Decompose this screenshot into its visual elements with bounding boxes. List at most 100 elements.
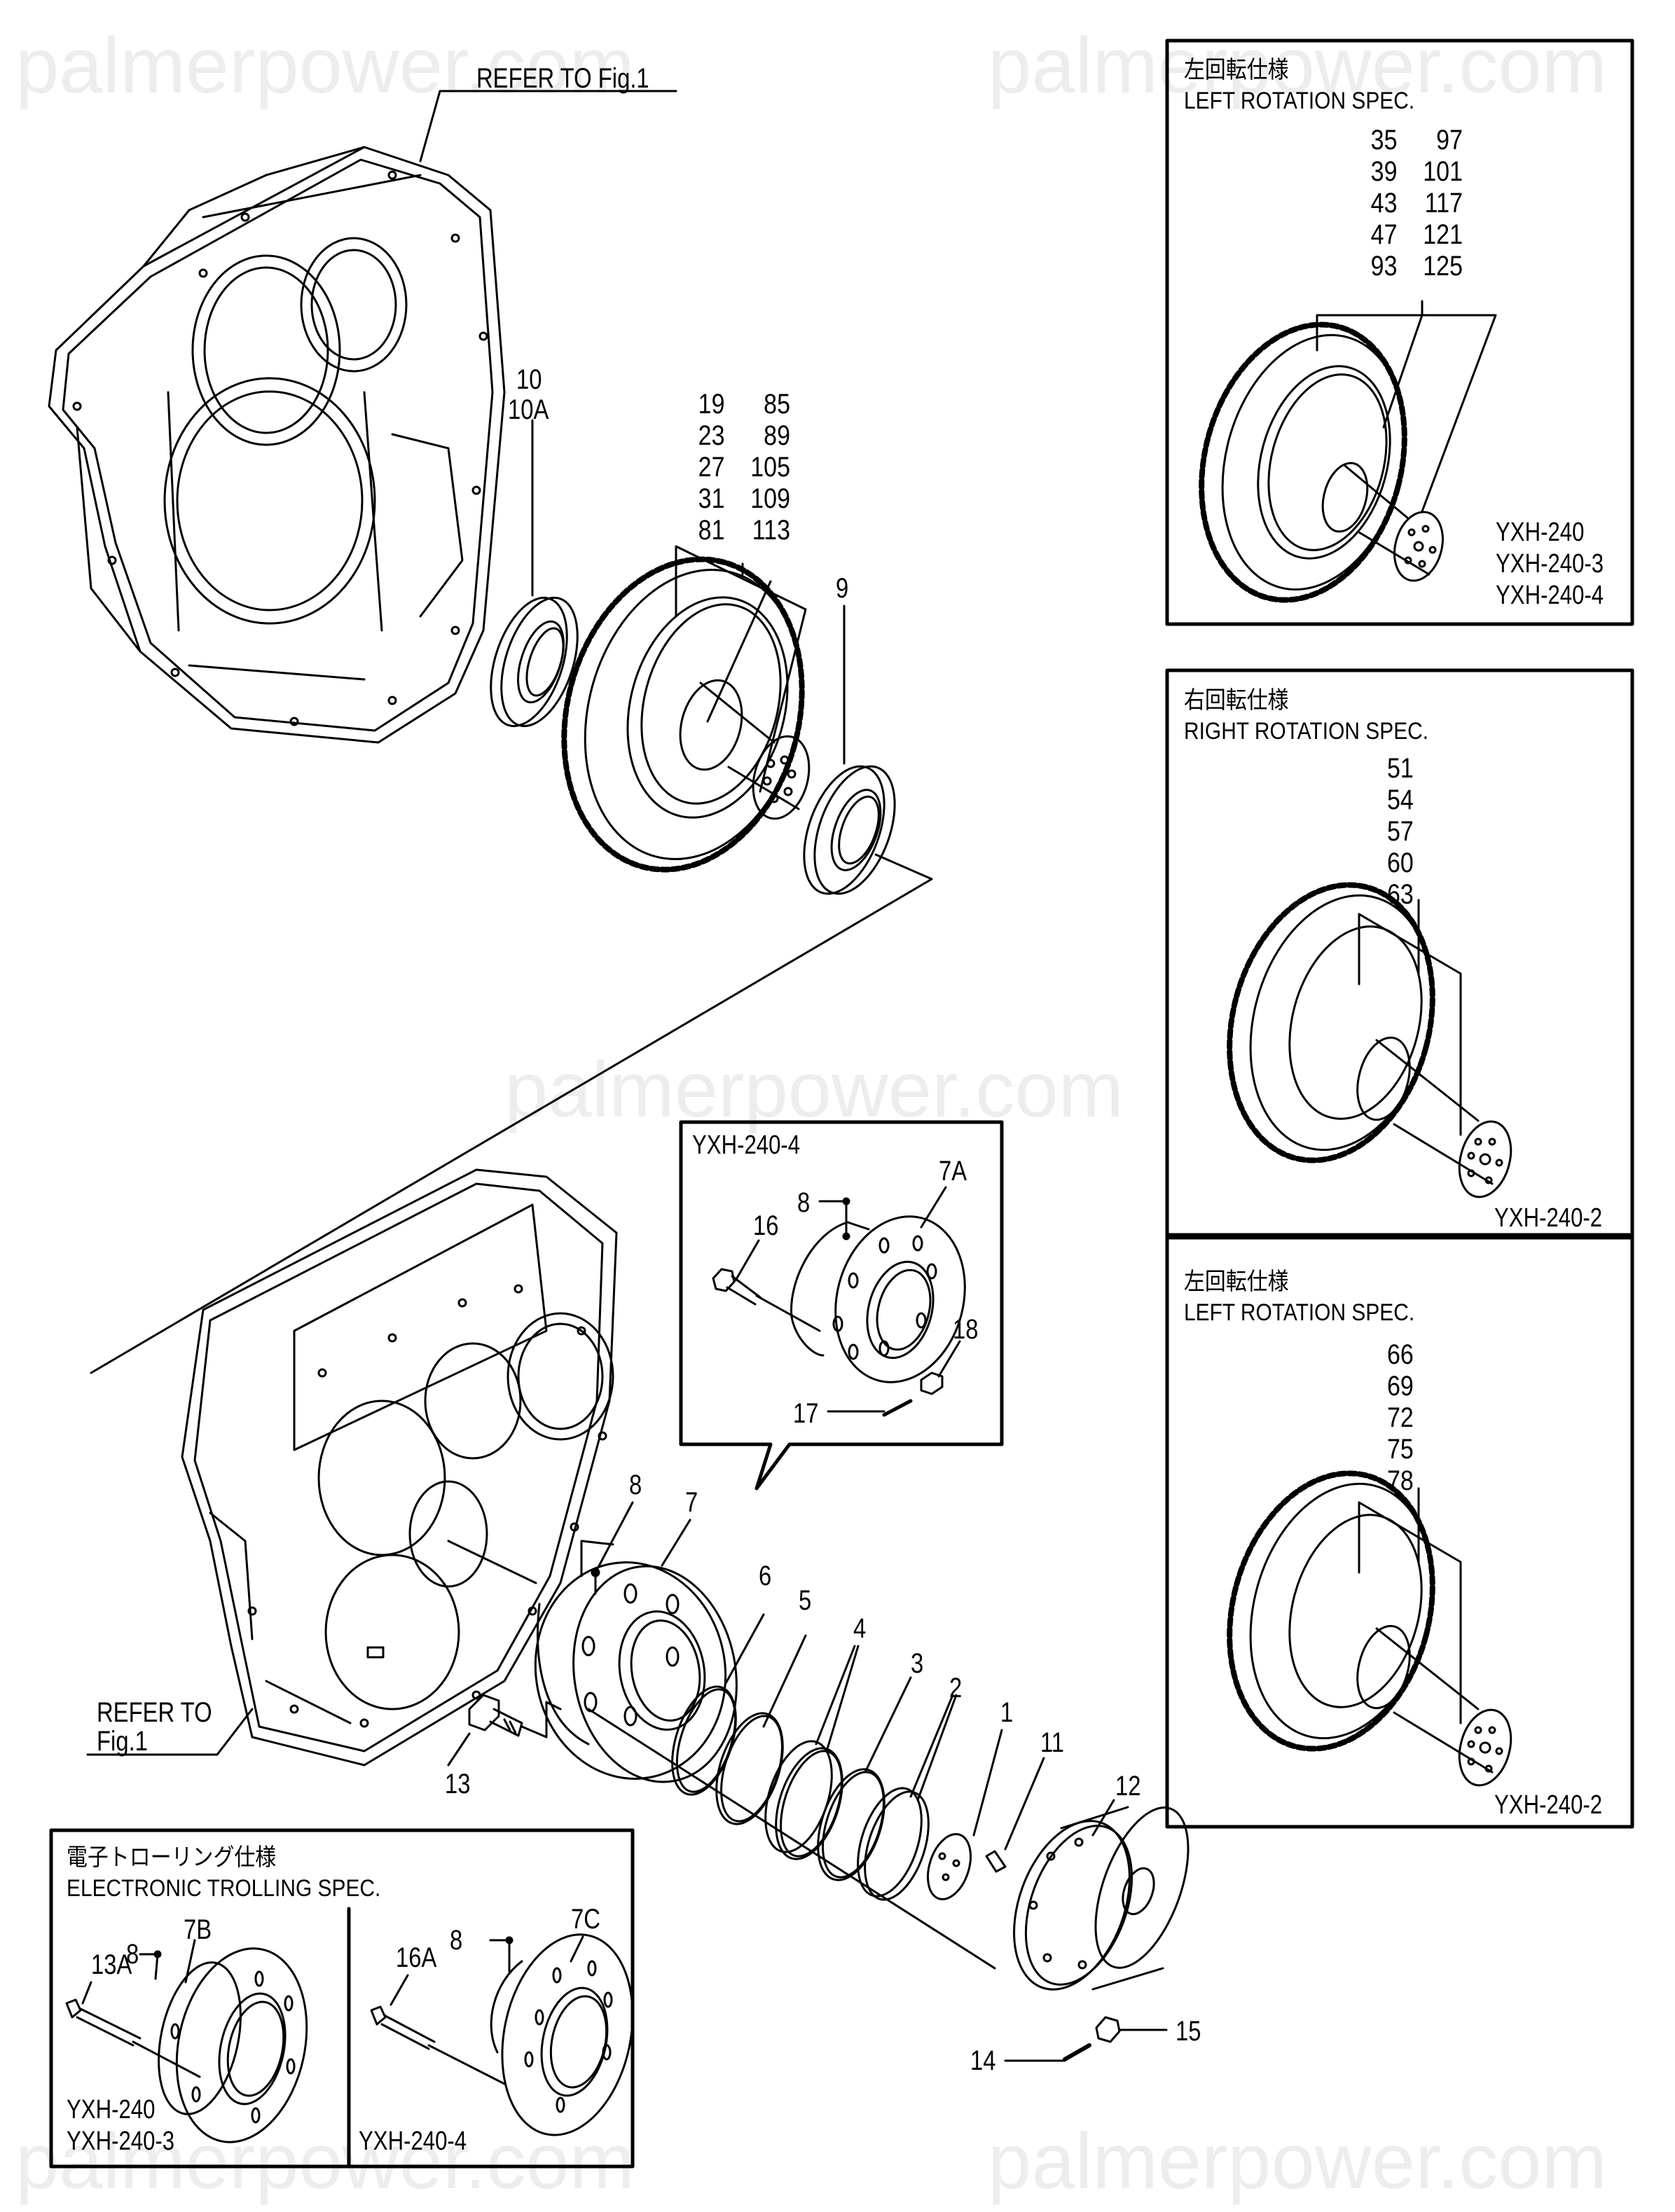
callout-11: 11: [1040, 1727, 1065, 1758]
panel-1-title-jp: 左回転仕様: [1184, 57, 1289, 83]
part-number: 105: [750, 452, 790, 483]
left-rotation-gear-2-illustration: [1227, 1470, 1512, 1787]
seal-10-illustration: [490, 596, 579, 728]
trolling-right-model: YXH-240-4: [359, 2127, 467, 2156]
part-number: 72: [1387, 1402, 1414, 1433]
gear-housing-illustration: [48, 146, 506, 744]
trolling-title-en: ELECTRONIC TROLLING SPEC.: [67, 1875, 381, 1902]
trolling-title-jp: 電子トローリング仕様: [67, 1844, 277, 1871]
callout-8-trolling-left: 8: [126, 1939, 139, 1970]
panel-3-title-jp: 左回転仕様: [1184, 1269, 1289, 1295]
panel-2-title-jp: 右回転仕様: [1184, 687, 1289, 714]
panel-1-model: YXH-240: [1496, 518, 1585, 547]
part-number: 85: [764, 389, 790, 420]
cover-7A-illustration: [790, 1215, 966, 1383]
part-number: 27: [698, 452, 725, 483]
callout-7C: 7C: [571, 1904, 600, 1935]
panel-2-title-en: RIGHT ROTATION SPEC.: [1184, 718, 1429, 745]
callout-4: 4: [853, 1613, 867, 1644]
cover-7-illustration: [534, 1540, 738, 1783]
part-number: 109: [750, 483, 790, 514]
panel-3-model: YXH-240-2: [1494, 1790, 1603, 1820]
part-number: 39: [1370, 156, 1398, 187]
callout-2: 2: [949, 1673, 963, 1703]
left-rotation-gear-illustration: [1199, 322, 1444, 603]
hub-12-illustration: [1013, 1806, 1190, 1991]
callout-12: 12: [1115, 1771, 1141, 1802]
panel-1-model: YXH-240-4: [1496, 581, 1604, 610]
part-number: 69: [1387, 1371, 1414, 1402]
part-number: 113: [752, 515, 790, 546]
part-number: 66: [1387, 1339, 1414, 1370]
cover-7C-illustration: [490, 1933, 634, 2136]
panel-2-model: YXH-240-2: [1494, 1203, 1603, 1233]
panel-1-title-en: LEFT ROTATION SPEC.: [1184, 88, 1415, 114]
o-rings-illustration: [671, 1685, 930, 1901]
watermark: palmerpower.com: [15, 2117, 635, 2205]
engine-casing-illustration: [181, 1168, 618, 1767]
part-number: 35: [1370, 125, 1398, 155]
part-number: 57: [1387, 816, 1414, 847]
callout-16A: 16A: [396, 1942, 437, 1973]
trolling-left-model: YXH-240: [67, 2095, 156, 2124]
bearing-9-illustration: [803, 765, 896, 895]
part-number: 97: [1436, 125, 1463, 155]
part-number: 54: [1387, 784, 1414, 815]
callout-16: 16: [753, 1210, 779, 1241]
callout-13: 13: [445, 1769, 471, 1799]
refer-to-label: REFER TO: [97, 1697, 212, 1728]
watermark: palmerpower.com: [988, 2117, 1607, 2205]
part-number: 117: [1424, 188, 1463, 219]
part-number: 75: [1387, 1434, 1414, 1465]
panel-3-title-en: LEFT ROTATION SPEC.: [1184, 1299, 1415, 1326]
part-number: 121: [1423, 219, 1463, 250]
part-number: 60: [1387, 848, 1414, 878]
callout-3: 3: [911, 1648, 924, 1679]
callout-8: 8: [629, 1470, 642, 1500]
part-number: 125: [1423, 251, 1463, 282]
part-number: 23: [698, 420, 725, 451]
callout-5: 5: [799, 1585, 812, 1616]
right-rotation-gear-illustration: [1227, 882, 1512, 1198]
callout-18: 18: [953, 1314, 979, 1345]
callout-7B: 7B: [184, 1914, 212, 1945]
callout-1: 1: [1000, 1697, 1014, 1728]
idler-gear-illustration: [561, 556, 811, 873]
callout-7A: 7A: [939, 1156, 967, 1187]
callout-6: 6: [759, 1561, 772, 1591]
refer-to-fig1-label: REFER TO Fig.1: [476, 63, 649, 94]
part-number: 63: [1387, 879, 1414, 910]
part-number: 31: [698, 483, 725, 514]
callout-14: 14: [970, 2045, 996, 2076]
part-number: 78: [1387, 1465, 1414, 1496]
callout-8-trolling-right: 8: [450, 1925, 463, 1956]
part-number: 89: [764, 420, 790, 451]
callout-10: 10: [516, 364, 542, 395]
callout-13A: 13A: [91, 1949, 132, 1980]
panel-1-model: YXH-240-3: [1496, 549, 1604, 579]
callout-17: 17: [793, 1398, 819, 1429]
part-number: 101: [1423, 156, 1463, 187]
cover-7B-illustration: [158, 1947, 308, 2143]
panel-1-part-numbers: 35 97 39 101 43 117 47 121 93 125: [1356, 125, 1463, 282]
panel-3-part-numbers: 66 69 72 75 78: [1387, 1339, 1414, 1497]
callout-10A: 10A: [508, 394, 549, 425]
inset-model-label: YXH-240-4: [692, 1131, 801, 1160]
callout-7: 7: [685, 1487, 698, 1518]
callout-9: 9: [836, 573, 849, 604]
callout-15: 15: [1176, 2016, 1201, 2047]
plate-1-illustration: [927, 1833, 972, 1900]
part-number: 43: [1370, 188, 1398, 219]
idler-gear-part-numbers: 19 85 23 89 27 105 31 109 81 113: [683, 389, 790, 546]
trolling-left-model: YXH-240-3: [67, 2127, 175, 2156]
watermark: palmerpower.com: [504, 1046, 1124, 1133]
panel-2-part-numbers: 51 54 57 60 63: [1387, 753, 1414, 911]
part-number: 19: [698, 389, 725, 420]
fig1-label: Fig.1: [97, 1726, 148, 1757]
callout-8-inset: 8: [797, 1187, 811, 1218]
part-number: 47: [1370, 219, 1398, 250]
part-number: 81: [698, 515, 725, 546]
bolt-13-illustration: [468, 1694, 562, 1739]
part-number: 93: [1370, 251, 1398, 282]
